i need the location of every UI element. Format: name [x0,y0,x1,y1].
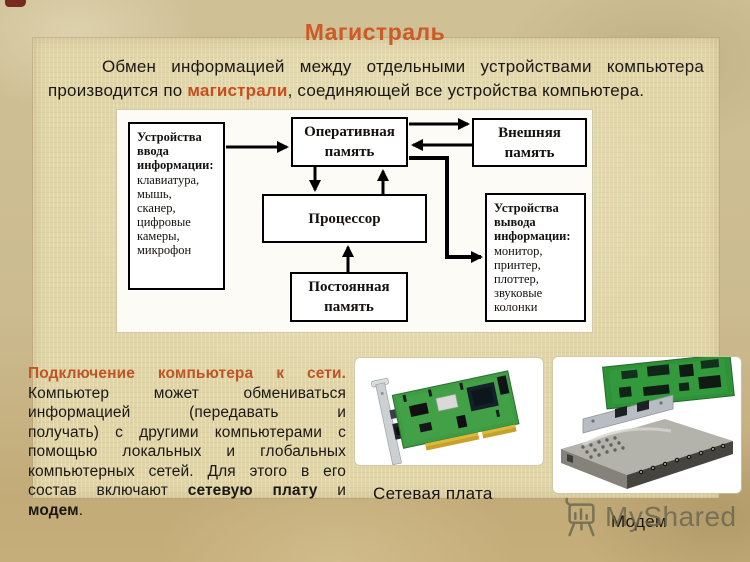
modem-art [561,353,735,489]
input-devices-title: Устройства ввода информации: [137,130,214,172]
network-card-caption: Сетевая плата [373,484,493,503]
diagram-box-external-memory: Внешняя память [472,118,587,167]
easel-chart-icon [565,497,595,537]
corner-red-mark [5,0,26,7]
myshared-watermark: MyShared [562,496,737,538]
slide-title: Магистраль [304,19,446,45]
network-card-art [370,370,520,466]
diagram-box-rom: Постоянная память [290,272,408,322]
diagram-box-ram: Оперативная память [291,117,408,167]
input-devices-items: клавиатура, мышь, сканер, цифровые камер… [137,173,200,257]
network-card-image [355,358,543,466]
intro-paragraph: Обмен информацией между отдельными устро… [48,57,704,100]
output-devices-title: Устройства вывода информации: [494,201,571,243]
modem-image [553,353,741,493]
bus-architecture-diagram: Устройства ввода информации: клавиатура,… [117,110,592,332]
modem-caption: Модем [611,512,667,531]
diagram-box-output-devices: Устройства вывода информации: монитор, п… [485,193,586,322]
diagram-arrows [226,118,483,272]
diagram-box-input-devices: Устройства ввода информации: клавиатура,… [128,122,225,290]
diagram-box-cpu: Процессор [262,194,427,243]
network-section: Подключение компьютера к сети. Компьютер… [28,364,346,520]
output-devices-items: монитор, принтер, плоттер, звуковые коло… [494,244,543,314]
arrow-ram-to-output [409,156,483,263]
network-heading: Подключение компьютера к сети. [28,365,346,382]
watermark-label: MyShared [605,501,737,532]
